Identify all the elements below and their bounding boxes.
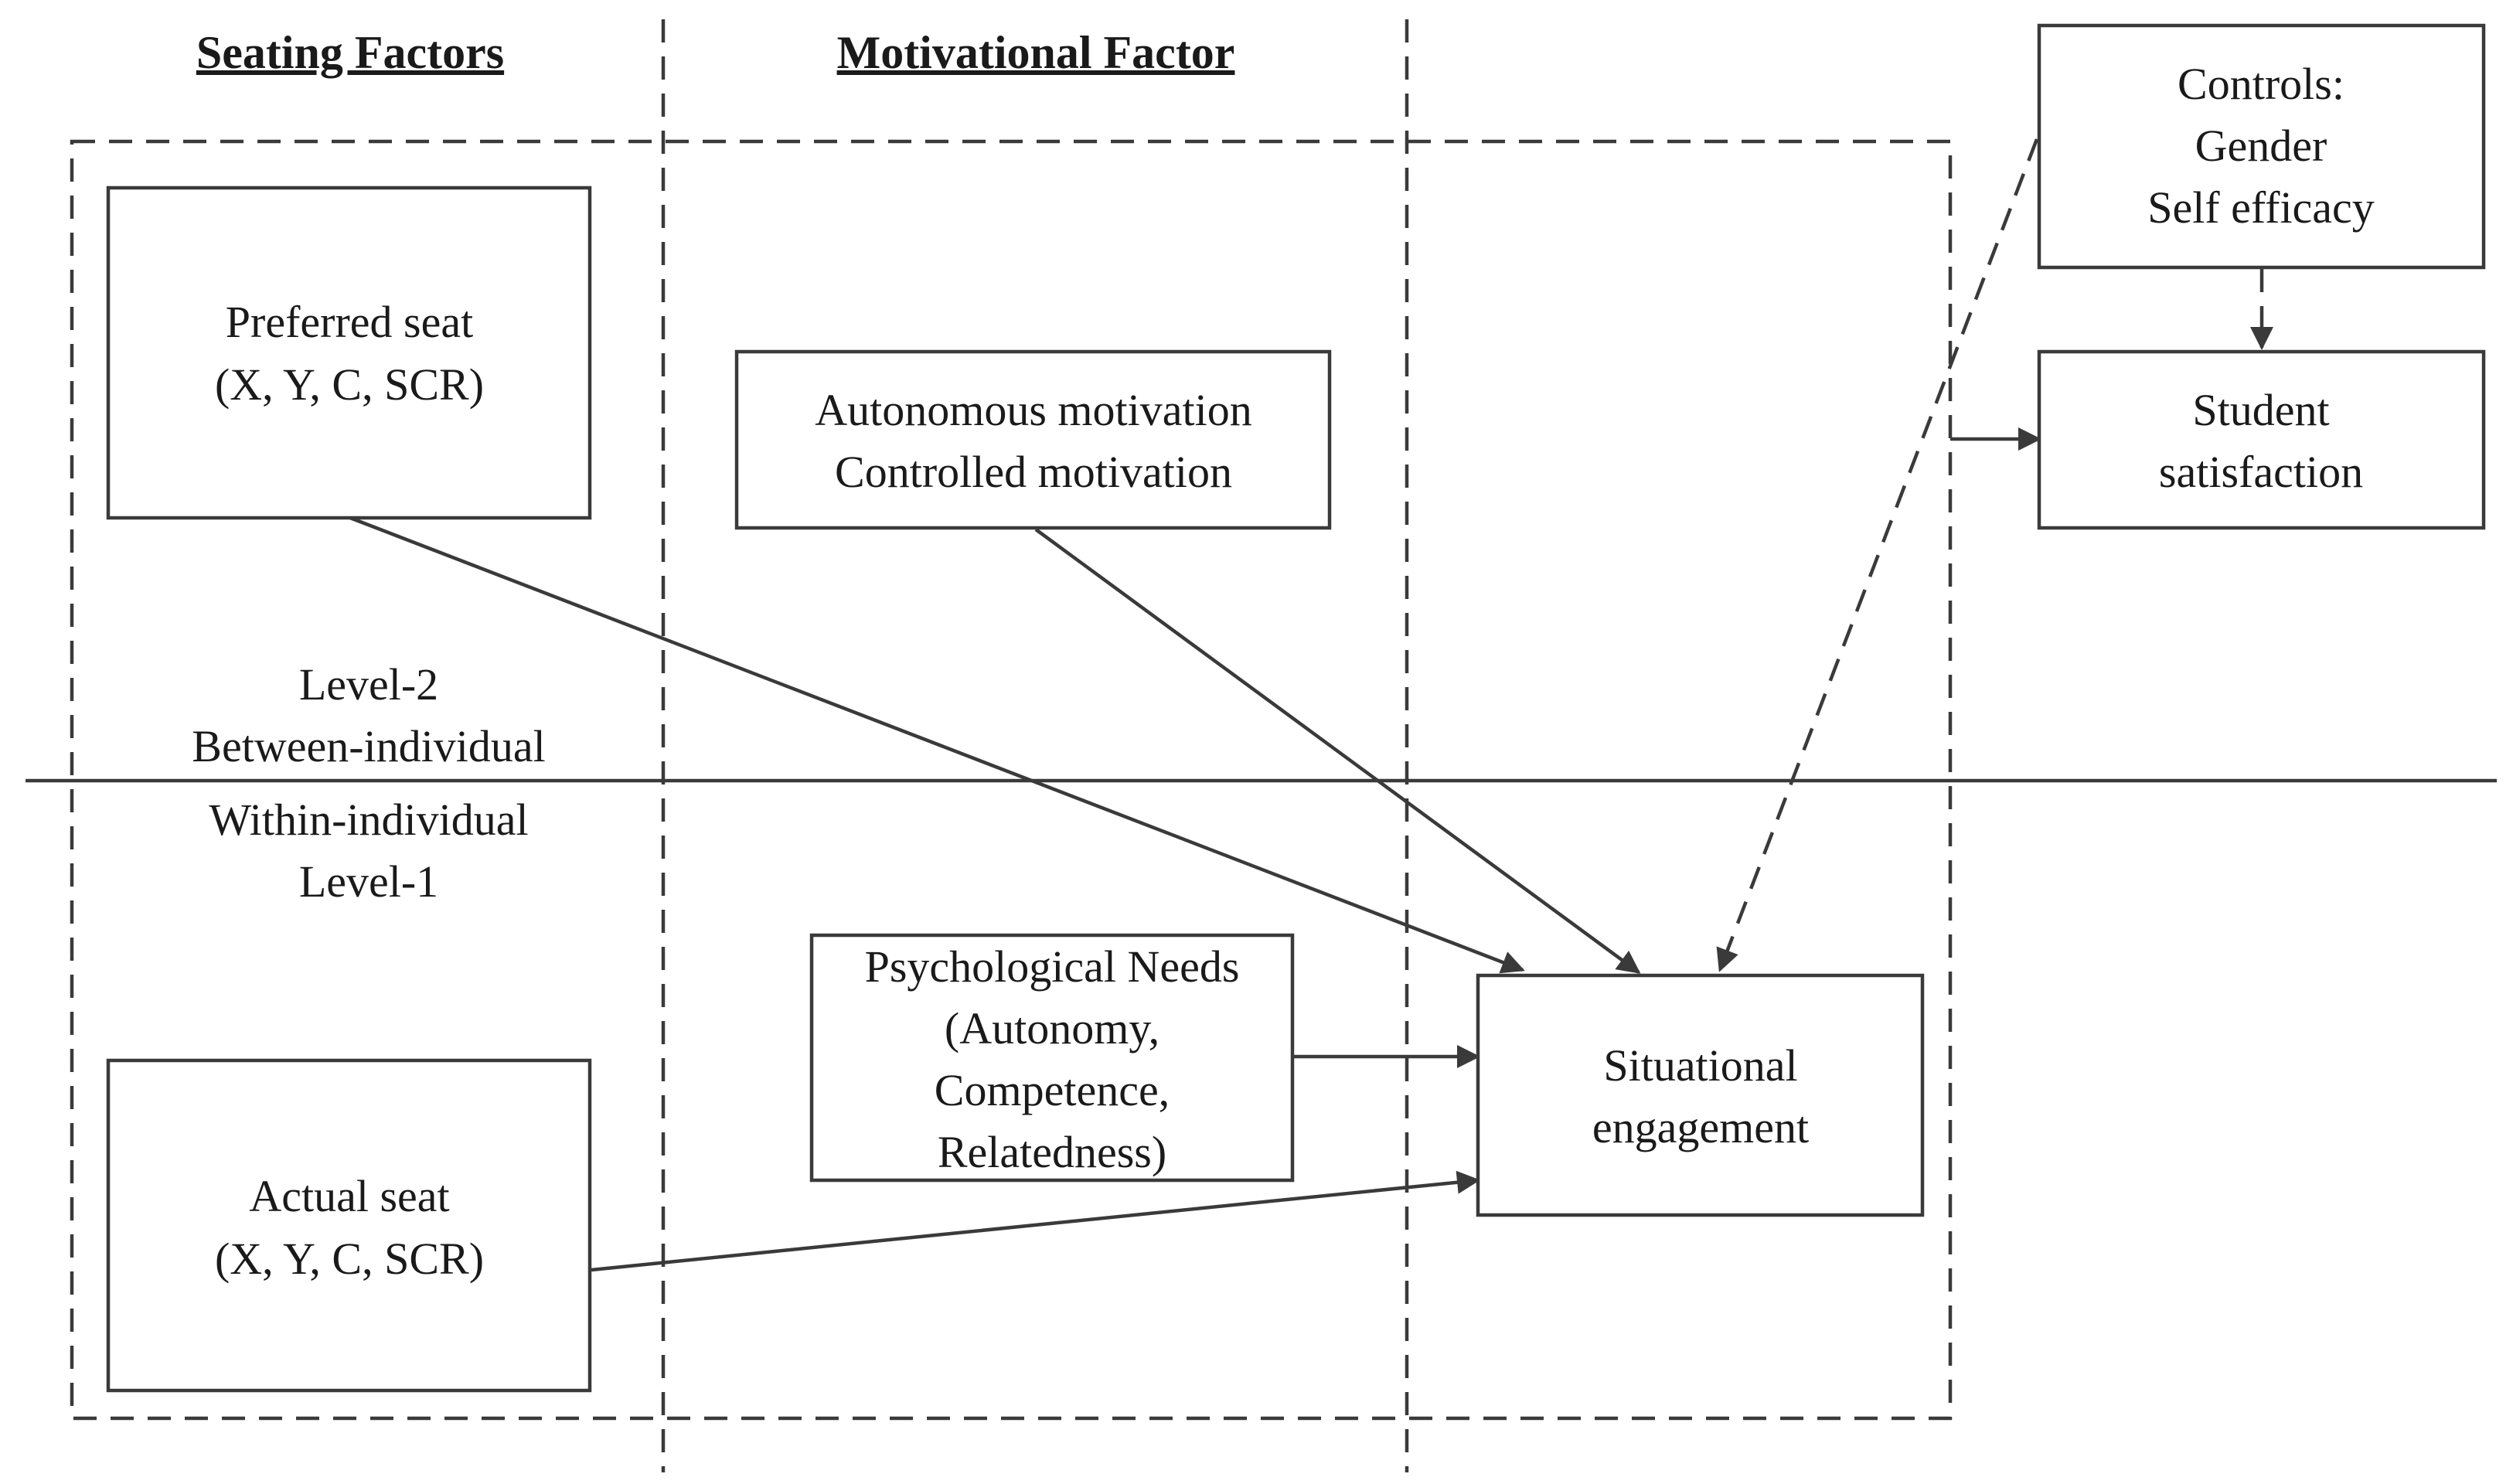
controlled-motivation-label: Controlled motivation xyxy=(835,447,1232,497)
engagement-line2: engagement xyxy=(1592,1102,1809,1152)
controls-title: Controls: xyxy=(2178,59,2344,109)
autonomous-motivation-label: Autonomous motivation xyxy=(815,385,1252,435)
box-preferred-seat: Preferred seat (X, Y, C, SCR) xyxy=(106,186,592,520)
box-actual-seat: Actual seat (X, Y, C, SCR) xyxy=(106,1058,592,1393)
arrow-controls-to-engagement xyxy=(1716,138,2039,972)
box-controls: Controls: Gender Self efficacy xyxy=(2037,23,2486,270)
header-motivational-factor: Motivational Factor xyxy=(837,27,1235,78)
box-psychological-needs: Psychological Needs (Autonomy, Competenc… xyxy=(809,933,1295,1183)
needs-autonomy: (Autonomy, xyxy=(945,1003,1159,1053)
preferred-seat-title: Preferred seat xyxy=(226,297,473,347)
within-individual-label: Within-individual xyxy=(209,795,528,845)
header-seating-factors: Seating Factors xyxy=(196,27,504,78)
box-situational-engagement: Situational engagement xyxy=(1476,973,1925,1217)
box-student-satisfaction: Student satisfaction xyxy=(2037,349,2486,530)
preferred-seat-vars: (X, Y, C, SCR) xyxy=(215,359,484,410)
model-frame xyxy=(70,139,1953,1421)
engagement-line1: Situational xyxy=(1603,1040,1797,1091)
satisfaction-line1: Student xyxy=(2192,385,2329,435)
arrow-preferred-to-engagement xyxy=(349,516,1525,974)
level-1-label: Level-1 xyxy=(299,856,438,907)
arrow-actual-to-engagement xyxy=(591,1170,1480,1272)
actual-seat-title: Actual seat xyxy=(249,1171,449,1221)
needs-competence: Competence, xyxy=(935,1065,1170,1115)
level-2-label: Level-2 xyxy=(299,659,438,710)
needs-relatedness: Relatedness) xyxy=(938,1127,1166,1177)
actual-seat-vars: (X, Y, C, SCR) xyxy=(215,1234,484,1284)
box-motivation: Autonomous motivation Controlled motivat… xyxy=(734,349,1332,530)
needs-title: Psychological Needs xyxy=(865,941,1240,992)
arrow-motivation-to-engagement xyxy=(1034,528,1641,974)
controls-self-efficacy: Self efficacy xyxy=(2147,182,2375,233)
controls-gender: Gender xyxy=(2195,121,2327,171)
satisfaction-line2: satisfaction xyxy=(2159,447,2363,497)
between-individual-label: Between-individual xyxy=(192,721,545,771)
